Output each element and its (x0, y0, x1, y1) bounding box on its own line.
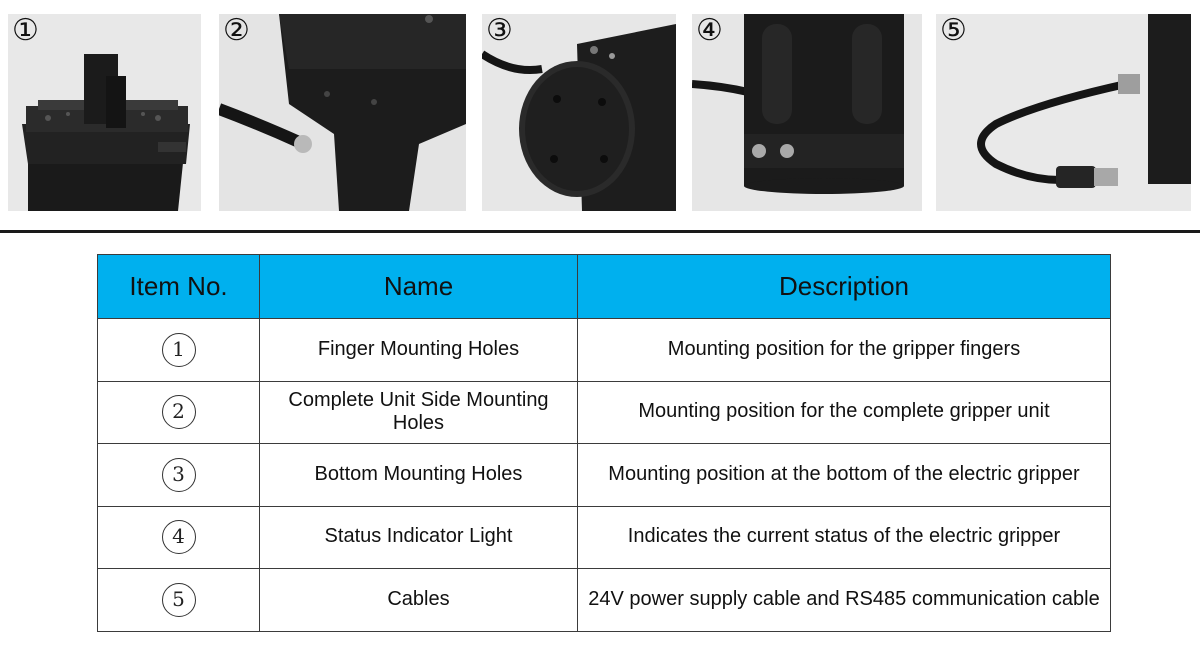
item-name-cell: Bottom Mounting Holes (259, 443, 578, 507)
photo-number: ② (223, 14, 250, 48)
item-number-badge: 1 (161, 332, 196, 367)
photo-cables: ⑤ (936, 14, 1191, 211)
item-number-cell: 4 (97, 505, 260, 569)
item-name-cell: Complete Unit Side Mounting Holes (259, 380, 578, 444)
item-number-cell: 2 (97, 380, 260, 444)
gripper-status-illustration (692, 14, 922, 211)
item-description-cell: 24V power supply cable and RS485 communi… (577, 568, 1111, 632)
photo-number: ⑤ (940, 14, 967, 48)
header-name: Name (259, 254, 578, 319)
item-number-badge: 4 (161, 520, 196, 555)
photo-number: ③ (486, 14, 513, 48)
gripper-side-illustration (219, 14, 466, 211)
table-row: 3 Bottom Mounting Holes Mounting positio… (97, 443, 1111, 507)
item-name-cell: Status Indicator Light (259, 505, 578, 569)
table-row: 2 Complete Unit Side Mounting Holes Moun… (97, 380, 1111, 444)
item-number-badge: 5 (161, 582, 196, 617)
item-description-cell: Mounting position at the bottom of the e… (577, 443, 1111, 507)
table-row: 1 Finger Mounting Holes Mounting positio… (97, 318, 1111, 382)
table-row: 4 Status Indicator Light Indicates the c… (97, 505, 1111, 569)
photo-finger-mounting: ① (8, 14, 201, 211)
item-name-cell: Finger Mounting Holes (259, 318, 578, 382)
header-item-no: Item No. (97, 254, 260, 319)
table-row: 5 Cables 24V power supply cable and RS48… (97, 568, 1111, 632)
item-number-cell: 1 (97, 318, 260, 382)
header-description: Description (577, 254, 1111, 319)
section-divider (0, 230, 1200, 233)
photo-bottom-mounting: ③ (482, 14, 676, 211)
item-number-badge: 2 (161, 395, 196, 430)
item-name-cell: Cables (259, 568, 578, 632)
photo-number: ④ (696, 14, 723, 48)
item-number-badge: 3 (161, 457, 196, 492)
photo-side-mounting: ② (219, 14, 466, 211)
spec-table: Item No. Name Description 1 Finger Mount… (97, 254, 1111, 632)
item-number-cell: 3 (97, 443, 260, 507)
item-description-cell: Mounting position for the gripper finger… (577, 318, 1111, 382)
photo-status-light: ④ (692, 14, 922, 211)
gripper-bottom-illustration (482, 14, 676, 211)
item-number-cell: 5 (97, 568, 260, 632)
gripper-top-illustration (8, 14, 201, 211)
photo-number: ① (12, 14, 39, 48)
table-header-row: Item No. Name Description (97, 254, 1111, 319)
item-description-cell: Mounting position for the complete gripp… (577, 380, 1111, 444)
item-description-cell: Indicates the current status of the elec… (577, 505, 1111, 569)
gripper-cable-illustration (936, 14, 1191, 211)
